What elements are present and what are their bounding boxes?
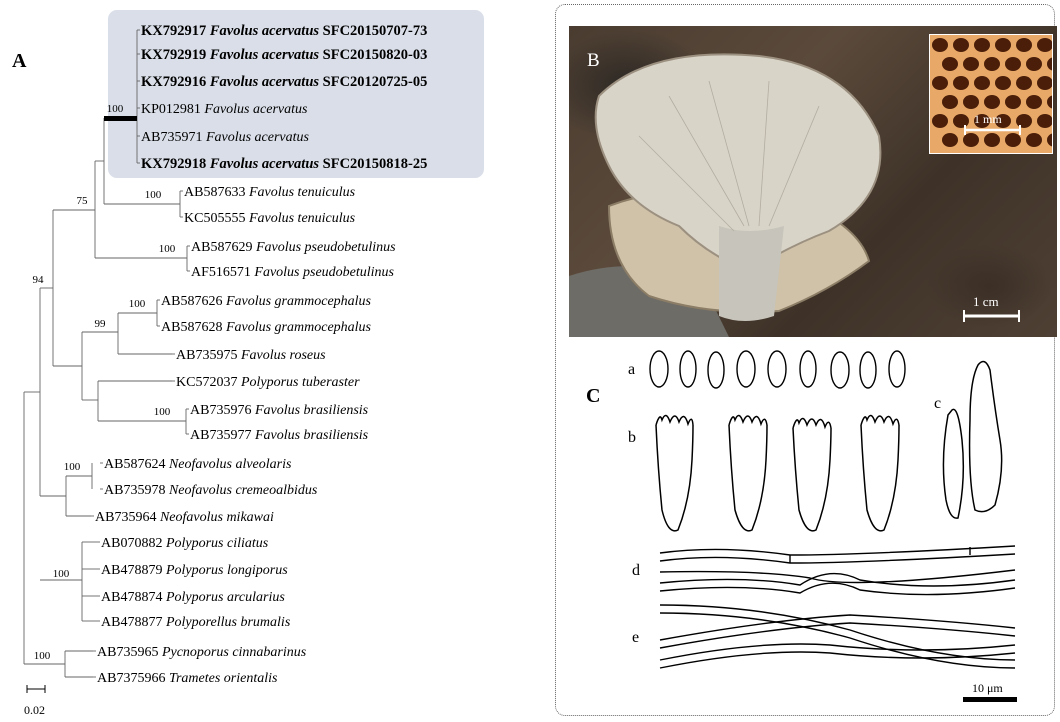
label-d-generative-hyphae: d — [632, 562, 640, 579]
micro-scale-label: 10 μm — [972, 681, 1003, 695]
label-b-basidia: b — [628, 429, 636, 446]
skeletal-hyphae — [660, 605, 1015, 668]
cystidioles — [943, 361, 1001, 518]
basidiospores — [650, 351, 905, 388]
label-a-basidiospores: a — [628, 361, 635, 378]
label-e-skeletal-hyphae: e — [632, 629, 639, 646]
generative-hyphae — [660, 546, 1015, 595]
micro-scale-bar: 10 μm — [963, 681, 1017, 702]
basidia — [656, 415, 899, 530]
label-c-cystidioles: c — [934, 395, 941, 412]
panel-c-label: C — [586, 385, 600, 407]
